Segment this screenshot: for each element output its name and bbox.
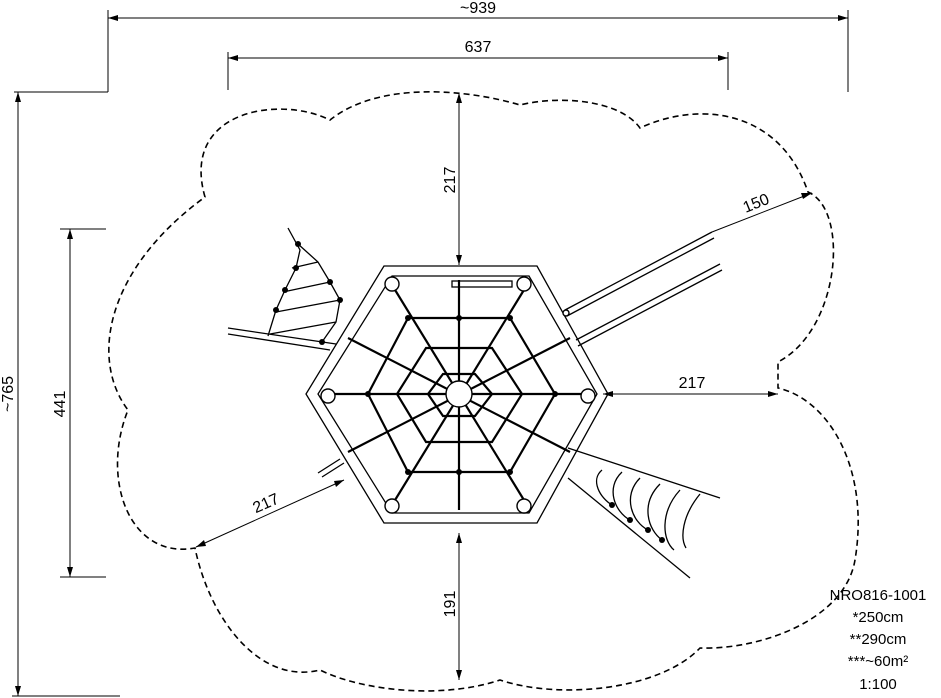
- frame-posts: [320, 276, 596, 514]
- dimension-slide-clearance: 150: [711, 191, 813, 233]
- bottom-clearance-label: 191: [442, 591, 459, 618]
- overall-width-label: ~939: [460, 0, 496, 17]
- dimension-frame-height: 441: [52, 228, 106, 578]
- dimension-lower-left-clearance: 217: [195, 479, 345, 548]
- scale: 1:100: [859, 676, 897, 693]
- pole-lower-left: [317, 458, 345, 478]
- product-code: NRO816-1001: [830, 587, 927, 604]
- dimension-bottom-clearance: 191: [442, 533, 462, 680]
- lower-left-clearance-label: 217: [251, 491, 282, 517]
- info-block: NRO816-1001 *250cm **290cm ***~60m² 1:10…: [830, 587, 927, 693]
- dimension-overall-width: ~939: [107, 0, 849, 92]
- rope-ladder-upper-left: [227, 227, 343, 351]
- frame-width-label: 637: [465, 39, 492, 56]
- dimension-frame-width: 637: [227, 39, 729, 90]
- slide-rails-upper-right: [562, 231, 723, 347]
- frame-height-label: 441: [52, 391, 69, 418]
- spider-web-net: [326, 280, 590, 510]
- dimension-overall-height: ~765: [0, 92, 120, 697]
- top-rail: [451, 280, 513, 288]
- area: ***~60m²: [848, 653, 908, 670]
- dimension-right-clearance: 217: [603, 375, 778, 397]
- height-1: *250cm: [853, 609, 904, 626]
- height-2: **290cm: [850, 631, 907, 648]
- overall-height-label: ~765: [0, 376, 17, 412]
- safety-zone-outline: [108, 91, 859, 692]
- right-clearance-label: 217: [679, 375, 706, 392]
- slide-clearance-label: 150: [741, 191, 772, 217]
- dimension-top-clearance: 217: [442, 93, 462, 265]
- hexagon-frame: [305, 265, 609, 524]
- spiral-net-tunnel: [567, 447, 721, 579]
- top-clearance-label: 217: [442, 167, 459, 194]
